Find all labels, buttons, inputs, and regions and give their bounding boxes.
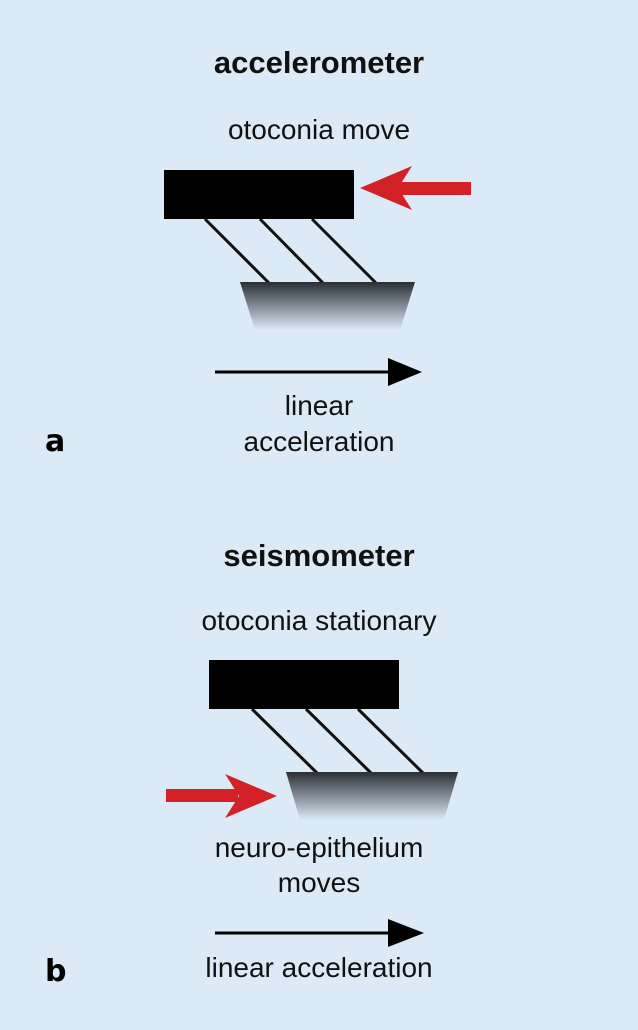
panel-a-otoconia-label: otoconia move xyxy=(227,114,411,145)
red-force-arrow-a xyxy=(360,166,471,210)
otoconia-mass-a xyxy=(164,170,354,219)
panel-a-diagram xyxy=(164,166,471,386)
hair-bundles-a xyxy=(203,217,379,286)
panel-a-title: accelerometer xyxy=(213,45,425,80)
acceleration-arrow-a xyxy=(215,358,422,386)
hair-bundles-b xyxy=(250,707,425,775)
panel-b-epithelium-label-line1: neuro-epithelium xyxy=(214,832,424,863)
neuro-epithelium-base-b xyxy=(286,772,458,820)
panel-b-epithelium-label-line2: moves xyxy=(277,867,361,898)
panel-b-accel-label: linear acceleration xyxy=(205,952,433,983)
panel-a-accel-label-line1: linear xyxy=(284,390,354,421)
panel-a-letter: a xyxy=(45,424,66,459)
panel-b-title: seismometer xyxy=(223,538,415,573)
panel-b-otoconia-label: otoconia stationary xyxy=(201,605,437,636)
otoconia-mass-b xyxy=(209,660,399,709)
acceleration-arrow-b xyxy=(215,919,424,947)
panel-b-letter: b xyxy=(45,954,67,989)
panel-b-diagram xyxy=(166,660,458,947)
panel-a-accel-label-line2: acceleration xyxy=(243,426,395,457)
red-force-arrow-b xyxy=(166,774,277,818)
neuro-epithelium-base-a xyxy=(240,282,415,330)
